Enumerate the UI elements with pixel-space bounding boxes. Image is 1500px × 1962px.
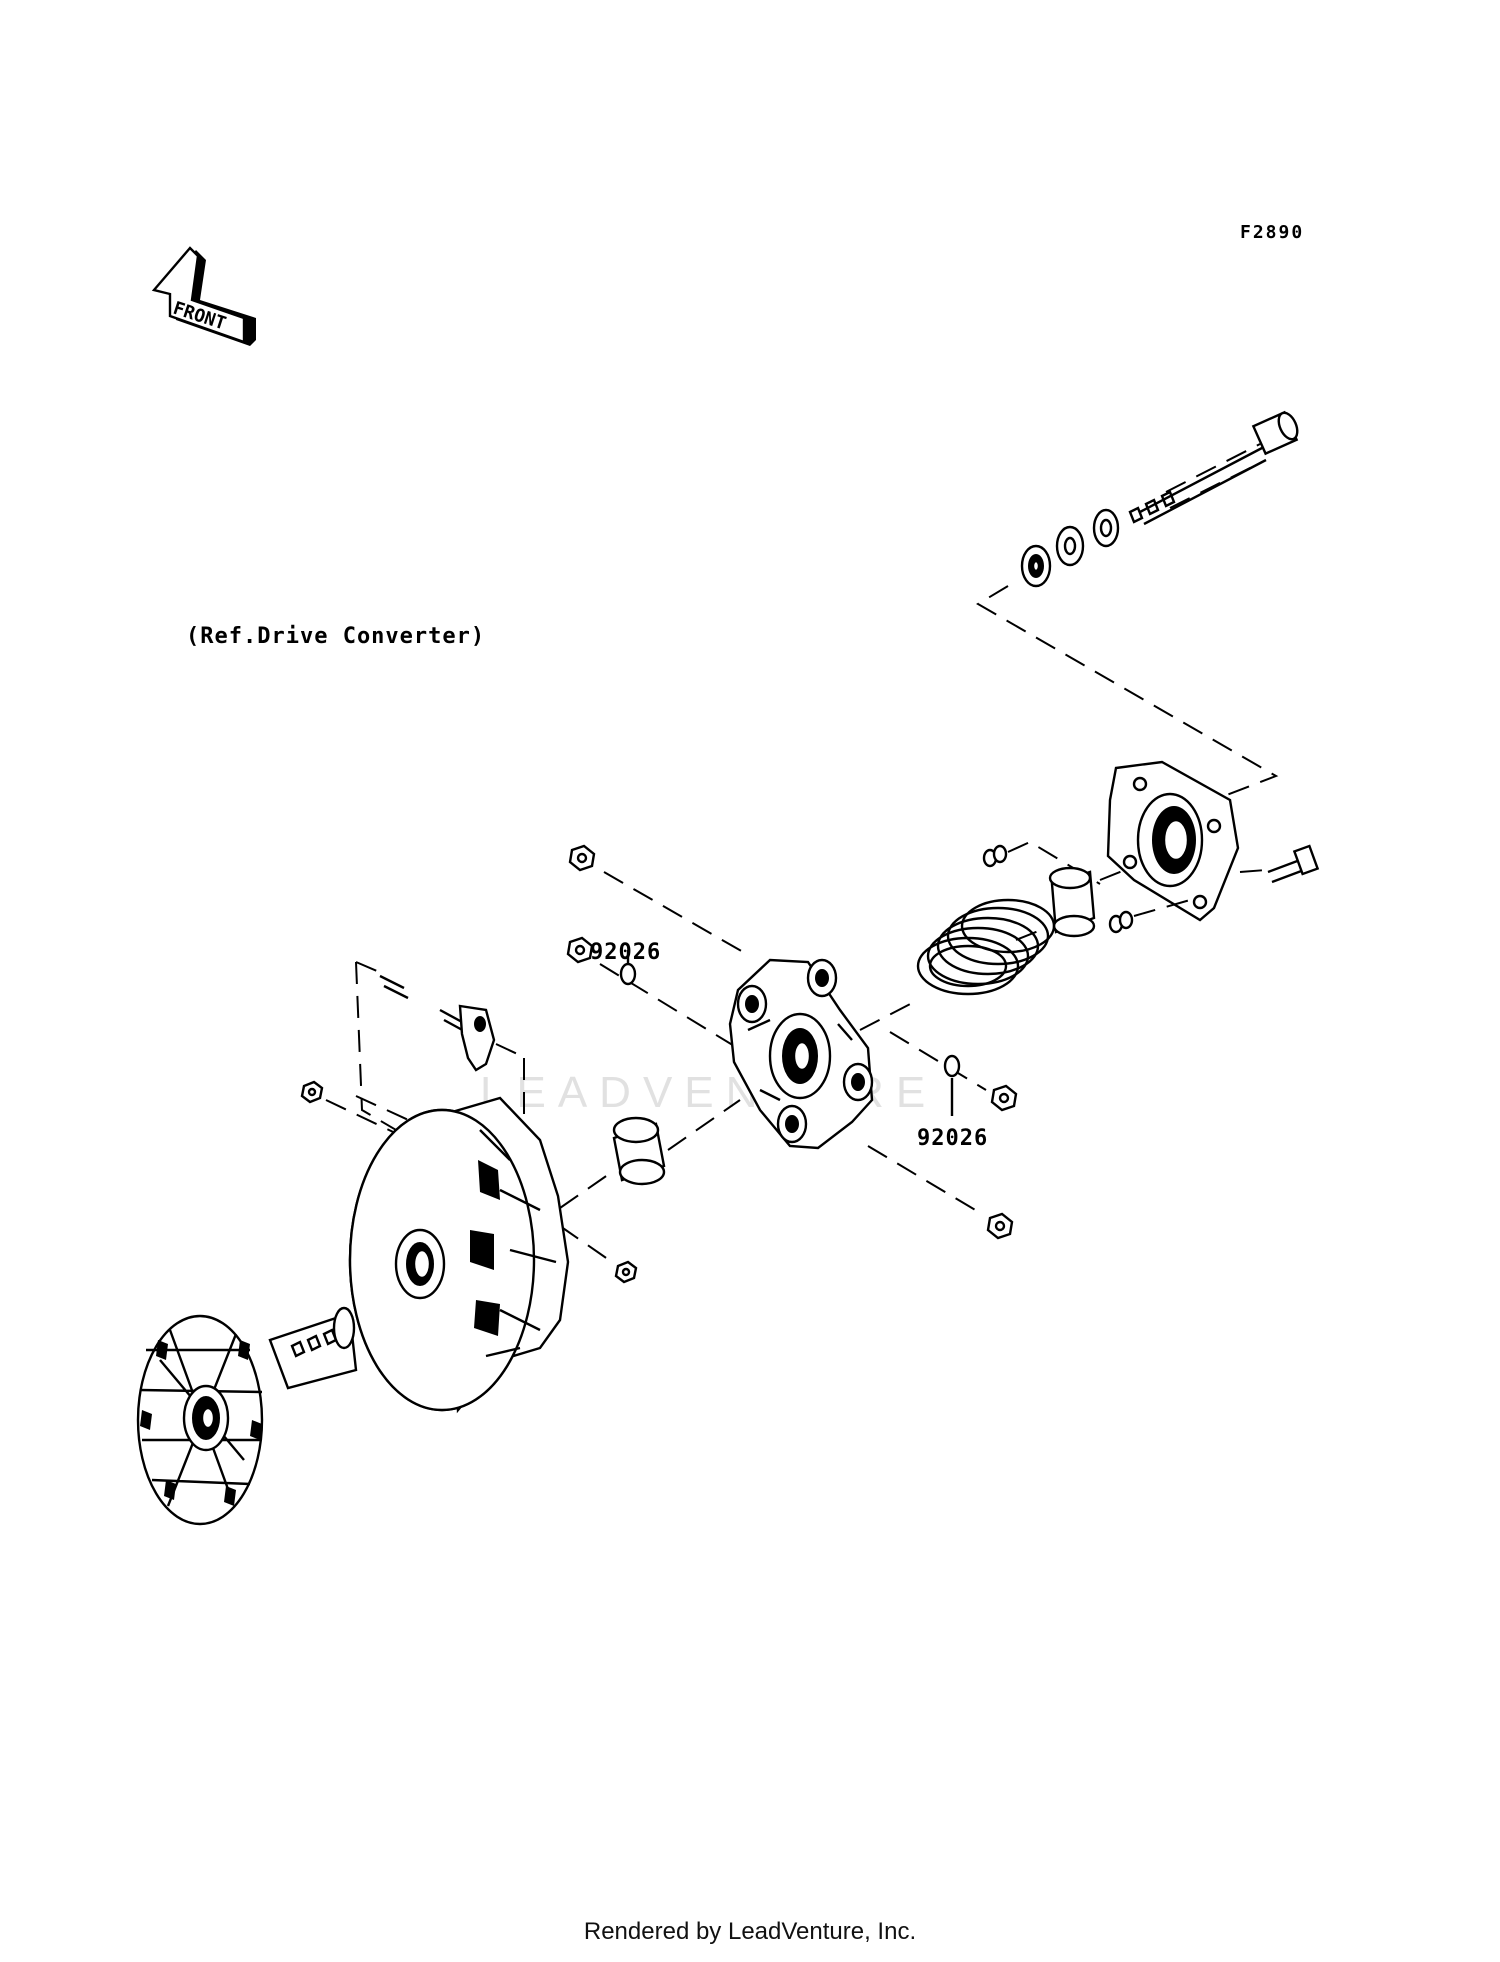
nut (568, 844, 596, 872)
compression-spring (916, 898, 1056, 996)
callout-92026-right[interactable]: 92026 (917, 1126, 989, 1151)
roller-weight-assembly (355, 961, 527, 1145)
washer (1055, 525, 1085, 567)
fixed-sheave (136, 1306, 358, 1526)
cover-bolt (1267, 844, 1320, 884)
bushing (612, 1116, 666, 1186)
spider-hub (728, 958, 874, 1150)
cover-pin (1108, 899, 1191, 934)
center-bolt (1128, 410, 1299, 526)
front-arrow-icon: FRONT (151, 246, 256, 346)
footer-credit: Rendered by LeadVenture, Inc. (583, 1918, 917, 1945)
nut (614, 1260, 638, 1284)
movable-sheave (348, 1096, 570, 1414)
bushing (1048, 866, 1096, 938)
washer (1092, 508, 1120, 548)
spider-cover (1106, 760, 1240, 922)
nut (300, 1080, 324, 1104)
nut (566, 936, 594, 964)
nut (986, 1212, 1014, 1240)
diagram-code: F2890 (1240, 222, 1305, 243)
shim-92026 (943, 1054, 961, 1078)
reference-note: (Ref.Drive Converter) (186, 624, 486, 649)
nut (990, 1084, 1018, 1112)
callout-92026-left[interactable]: 92026 (590, 940, 662, 965)
shim-92026 (619, 962, 637, 986)
